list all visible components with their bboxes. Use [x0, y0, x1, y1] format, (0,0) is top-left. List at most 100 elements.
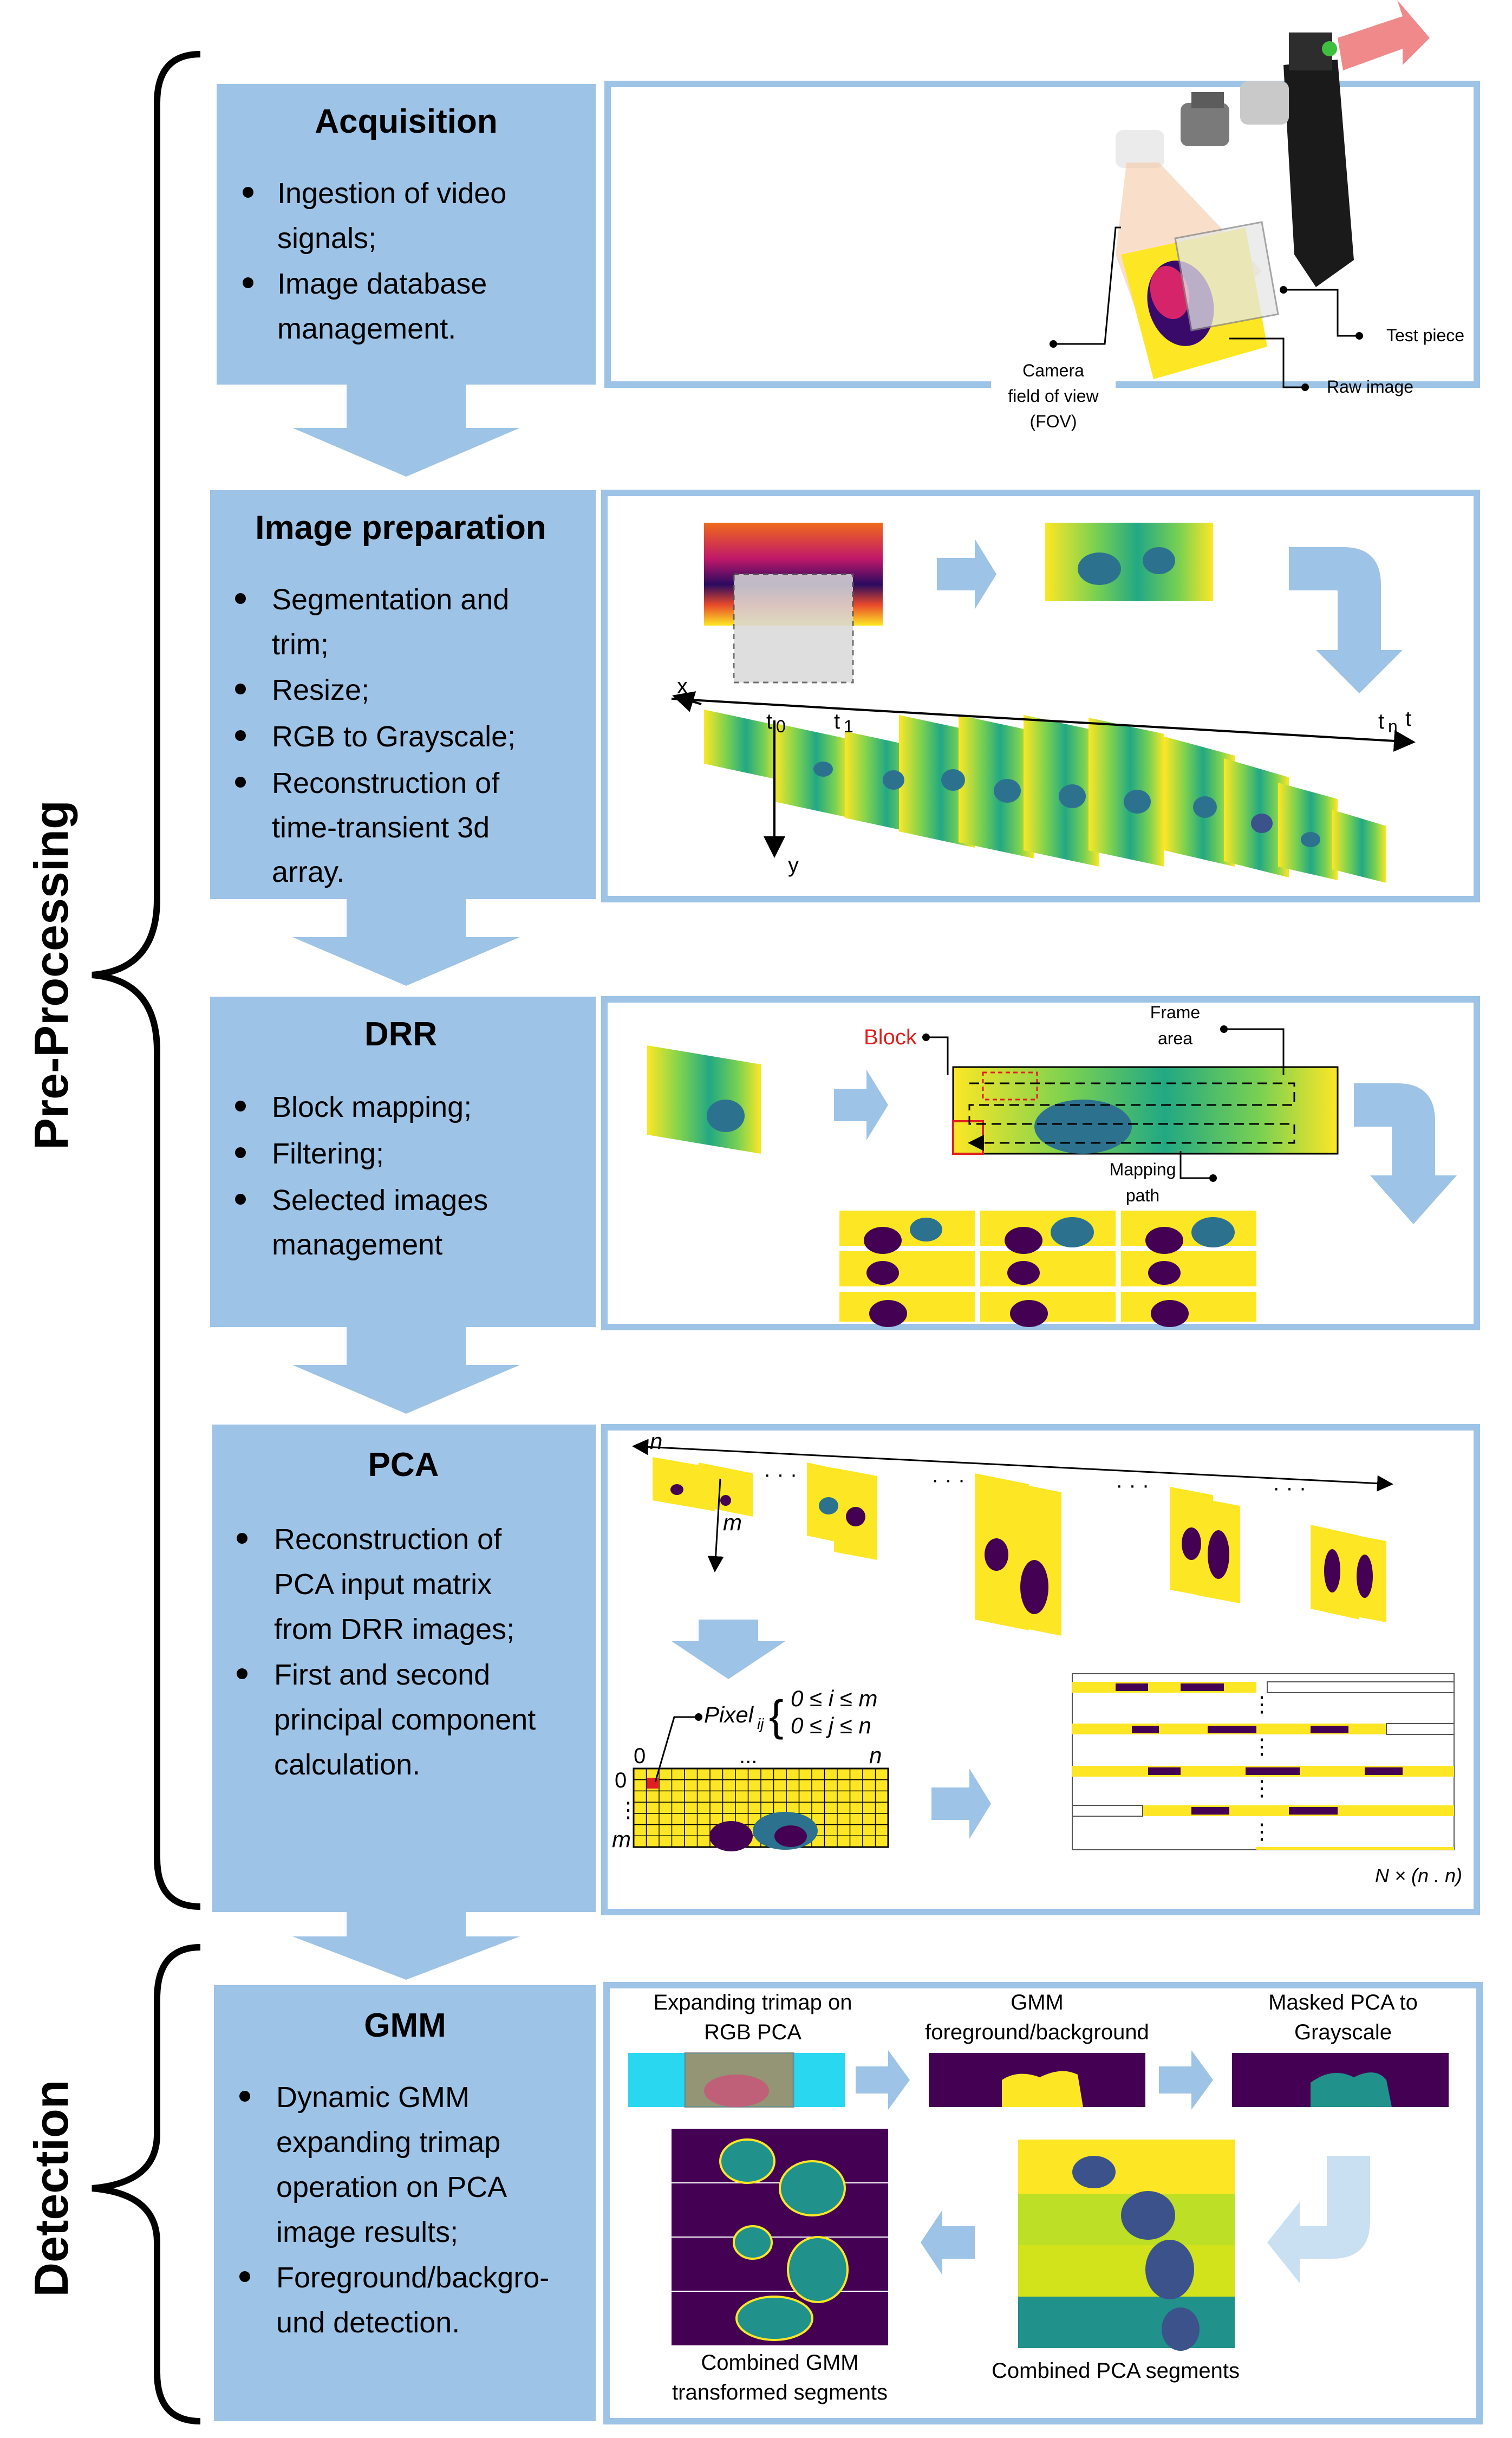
- pca-bullet-2-cont-2: calculation.: [274, 1748, 420, 1781]
- block-label: Block: [864, 1025, 917, 1049]
- prep-bullet-1-cont: trim;: [272, 628, 329, 661]
- pca-bullet-2: First and second: [274, 1659, 490, 1691]
- test-piece-label: Test piece: [1386, 326, 1464, 345]
- masked-pca-label-1: Masked PCA to: [1268, 1991, 1418, 2014]
- drr-input-frame: [647, 1045, 761, 1154]
- grid-vdots: ⋮: [617, 1798, 639, 1822]
- down-arrow-4: [292, 1912, 520, 1980]
- pca-bullet-1-cont-1: PCA input matrix: [274, 1568, 492, 1601]
- detection-label: Detection: [24, 2080, 78, 2297]
- acquisition-title: Acquisition: [315, 103, 498, 140]
- fov-label-3: (FOV): [1029, 412, 1077, 431]
- gmm-bullet-1-cont-1: expanding trimap: [276, 2126, 500, 2159]
- motion-arrow: [1338, 0, 1430, 70]
- frame-area: [952, 1066, 1339, 1155]
- drr-title: DRR: [364, 1016, 437, 1053]
- pca-ellipsis-1: · · ·: [764, 1462, 797, 1486]
- combined-pca-label: Combined PCA segments: [992, 2359, 1240, 2383]
- t0-sub: 0: [776, 717, 786, 736]
- pixel-condition-2: 0 ≤ j ≤ n: [791, 1713, 871, 1738]
- masked-pca-label-2: Grayscale: [1294, 2020, 1392, 2044]
- gmm-bullet-1-cont-3: image results;: [276, 2216, 458, 2248]
- gmm-bullet-1-cont-2: operation on PCA: [276, 2171, 507, 2203]
- pca-frame-stack: [653, 1457, 1386, 1636]
- prep-bullet-1: Segmentation and: [272, 583, 509, 616]
- mapping-path-label-1: Mapping: [1110, 1160, 1176, 1179]
- frame-area-label-2: area: [1158, 1029, 1192, 1048]
- grid-n: n: [869, 1743, 882, 1768]
- gmm-panel: GMM Dynamic GMM expanding trimap operati…: [214, 1985, 596, 2421]
- grid-zero-left: 0: [615, 1769, 627, 1792]
- pca-ellipsis-4: · · ·: [1273, 1476, 1306, 1500]
- trim-region: [733, 573, 854, 684]
- pca-input-matrix: [1072, 1673, 1455, 1850]
- camera-icon: [1116, 81, 1289, 168]
- prep-bullet-3: RGB to Grayscale;: [272, 720, 516, 753]
- pixel-grid: [633, 1767, 889, 1851]
- down-arrow-2: [292, 899, 520, 986]
- gmm-fg-label-1: GMM: [1011, 1991, 1064, 2014]
- pca-ellipsis-2: · · ·: [931, 1468, 965, 1492]
- pca-illustration-panel: n m · · · · · · · · · · · · Pixel ij { 0…: [601, 1424, 1480, 1915]
- t1-label: t: [834, 710, 840, 733]
- pca-bullet-2-cont-1: principal component: [274, 1704, 536, 1736]
- frame-stack: [704, 710, 1386, 883]
- prep-bullet-4-cont-1: time-transient 3d: [272, 811, 490, 844]
- matrix-vdots-2: ⋮: [1251, 1735, 1273, 1759]
- gmm-illustration-panel: Expanding trimap on RGB PCA GMM foregrou…: [603, 1982, 1483, 2424]
- drr-illustration-panel: Block Frame area Mapping path: [601, 996, 1480, 1330]
- image-preparation-panel: Image preparation Segmentation and trim;…: [210, 490, 596, 899]
- pixel-label: Pixel: [704, 1702, 754, 1727]
- drr-bullet-1: Block mapping;: [272, 1091, 472, 1123]
- drr-panel: DRR Block mapping; Filtering; Selected i…: [210, 997, 596, 1327]
- prep-bullet-4: Reconstruction of: [272, 767, 500, 799]
- matrix-vdots-3: ⋮: [1251, 1777, 1273, 1800]
- test-piece-plate: [1174, 221, 1279, 331]
- gmm-bullet-1: Dynamic GMM: [276, 2081, 470, 2114]
- pca-bullet-1-cont-2: from DRR images;: [274, 1613, 514, 1646]
- pca-bullet-1: Reconstruction of: [274, 1523, 502, 1556]
- acquisition-panel: Acquisition Ingestion of video signals; …: [217, 84, 596, 385]
- image-preparation-title: Image preparation: [255, 509, 546, 547]
- pixel-condition-1: 0 ≤ i ≤ m: [791, 1686, 877, 1711]
- fov-label-1: Camera: [1022, 361, 1084, 380]
- pre-processing-brace: [92, 51, 201, 1910]
- frame-area-label-1: Frame: [1150, 1003, 1200, 1022]
- trimap-label-2: RGB PCA: [704, 2020, 801, 2044]
- grid-zero-top: 0: [634, 1744, 646, 1768]
- pre-processing-label: Pre-Processing: [24, 800, 78, 1150]
- mapping-path: [968, 1082, 1295, 1151]
- pca-title: PCA: [368, 1446, 439, 1484]
- gmm-title: GMM: [364, 2007, 446, 2044]
- gmm-bullet-2-cont: und detection.: [276, 2306, 460, 2339]
- grid-m: m: [612, 1826, 631, 1852]
- pca-n-axis: n: [650, 1428, 662, 1454]
- combined-pca-segments: [1018, 2140, 1235, 2351]
- selected-blocks: [839, 1211, 1256, 1327]
- raw-image-label: Raw image: [1327, 377, 1413, 396]
- t0-label: t: [766, 710, 772, 733]
- detection-brace: [92, 1944, 201, 2424]
- acquisition-bullet-1: Ingestion of video: [277, 177, 506, 210]
- test-rig: [1283, 60, 1354, 287]
- fov-label-2: field of view: [1008, 386, 1099, 406]
- pixel-brace: {: [769, 1692, 784, 1740]
- image-preparation-illustration-panel: x y t t 0 t 1 t n: [601, 490, 1480, 902]
- mapping-path-label-2: path: [1126, 1186, 1159, 1205]
- matrix-vdots-4: ⋮: [1251, 1820, 1273, 1844]
- acquisition-illustration-panel: Test piece Raw image Camera field of vie…: [604, 0, 1480, 439]
- combined-gmm-label-1: Combined GMM: [701, 2351, 858, 2375]
- down-arrow-1: [292, 385, 520, 477]
- combined-gmm-label-2: transformed segments: [672, 2381, 888, 2404]
- pca-panel: PCA Reconstruction of PCA input matrix f…: [212, 1425, 596, 1912]
- matrix-vdots-1: ⋮: [1251, 1693, 1273, 1717]
- pca-ellipsis-3: · · ·: [1116, 1473, 1149, 1497]
- trimap-label-1: Expanding trimap on: [654, 1991, 852, 2014]
- tn-label: t: [1378, 710, 1384, 733]
- gmm-bullet-2: Foreground/backgro-: [276, 2261, 549, 2294]
- acquisition-bullet-1-cont: signals;: [277, 222, 376, 255]
- tn-sub: n: [1388, 717, 1398, 736]
- grid-dots: ...: [739, 1744, 757, 1768]
- t1-sub: 1: [844, 717, 853, 736]
- x-axis-label: x: [677, 674, 688, 698]
